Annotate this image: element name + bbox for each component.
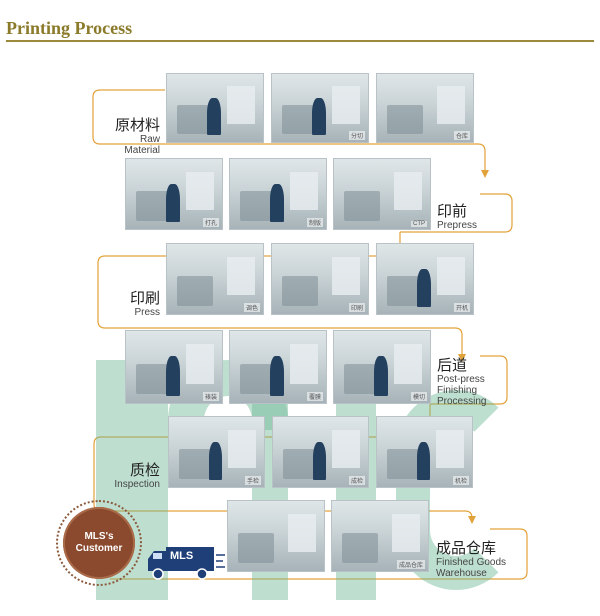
flow-segment-2: [400, 193, 513, 233]
photo-caption: 制版: [306, 218, 323, 227]
photo-inspection-3: 机检: [376, 416, 473, 488]
photo-post-press-2: 覆膜: [229, 330, 327, 404]
page-title: Printing Process: [6, 18, 133, 38]
stage-warehouse-en-1: Finished Goods: [436, 557, 507, 568]
stage-warehouse-zh: 成品仓库: [436, 540, 497, 557]
photo-caption: 模切: [410, 392, 427, 401]
flow-segment-1: [92, 89, 486, 172]
title-rule: [6, 40, 594, 42]
photo-press-3: 开机: [376, 243, 474, 315]
photo-post-press-3: 模切: [333, 330, 431, 404]
photo-raw-material-3: 仓库: [376, 73, 474, 143]
stage-inspection: 质检 Inspection: [112, 462, 160, 490]
photo-caption: 调色: [243, 303, 260, 312]
photo-caption: 裱装: [202, 392, 219, 401]
customer-badge-ring: [56, 500, 142, 586]
photo-caption: 手检: [244, 476, 261, 485]
stage-warehouse-en-2: Warehouse: [436, 568, 487, 579]
customer-badge-line2: Customer: [75, 543, 123, 554]
customer-badge: MLS's Customer: [63, 507, 135, 579]
photo-caption: 开机: [453, 303, 470, 312]
stage-warehouse: 成品仓库 Finished Goods Warehouse: [436, 540, 506, 579]
photo-raw-material-1: [166, 73, 264, 143]
stage-raw-material: 原材料 Raw Material: [104, 117, 160, 156]
photo-prepress-1: 打孔: [125, 158, 223, 230]
stage-prepress-zh: 印前: [437, 203, 468, 220]
photo-prepress-2: 制版: [229, 158, 327, 230]
truck-icon: [148, 547, 225, 580]
photo-post-press-1: 裱装: [125, 330, 223, 404]
stage-post-press-en-1: Post-press: [437, 374, 485, 385]
stage-press: 印刷 Press: [124, 290, 160, 318]
flow-arrow-1: [481, 170, 489, 178]
photo-caption: 机检: [452, 476, 469, 485]
photo-warehouse-1: [227, 500, 325, 572]
stage-prepress: 印前 Prepress: [437, 203, 477, 231]
photo-caption: 打孔: [202, 218, 219, 227]
stage-inspection-en: Inspection: [114, 479, 160, 490]
stage-raw-material-en: Raw Material: [124, 134, 160, 156]
photo-caption: 仓库: [453, 131, 470, 140]
photo-caption: 成检: [348, 476, 365, 485]
flow-segment-4: [430, 355, 508, 405]
photo-caption: 覆膜: [306, 392, 323, 401]
photo-press-1: 调色: [166, 243, 264, 315]
photo-inspection-2: 成检: [272, 416, 369, 488]
stage-press-zh: 印刷: [129, 290, 160, 307]
photo-press-2: 印刷: [271, 243, 369, 315]
customer-badge-line1: MLS's: [84, 531, 114, 542]
stage-post-press-en-2: Finishing: [437, 385, 478, 396]
photo-warehouse-2: 成品仓库: [331, 500, 429, 572]
photo-prepress-3: CTP: [333, 158, 431, 230]
stage-post-press: 后道 Post-press Finishing Processing: [437, 357, 486, 407]
stage-press-en: Press: [134, 307, 160, 318]
photo-raw-material-2: 分切: [271, 73, 369, 143]
truck-label: MLS: [170, 550, 194, 562]
photo-caption: 分切: [348, 131, 365, 140]
photo-caption: 印刷: [348, 303, 365, 312]
flow-arrow-2: [458, 354, 466, 362]
flow-arrow-3: [468, 516, 476, 524]
stage-prepress-en: Prepress: [437, 220, 478, 231]
flow-segment-6: [110, 528, 528, 580]
stage-post-press-zh: 后道: [437, 357, 468, 374]
stage-inspection-zh: 质检: [129, 462, 160, 479]
stage-raw-material-zh: 原材料: [114, 117, 160, 134]
stage-post-press-en-3: Processing: [437, 396, 487, 407]
photo-caption: CTP: [411, 221, 427, 227]
photo-inspection-1: 手检: [168, 416, 265, 488]
photo-caption: 成品仓库: [396, 560, 425, 569]
